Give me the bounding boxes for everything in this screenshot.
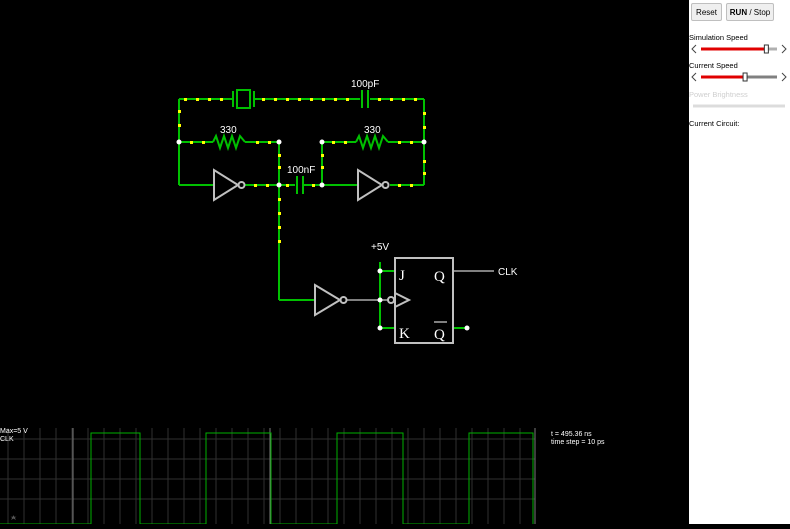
inverter-buffer[interactable]	[314, 283, 348, 317]
res-left-label: 330	[220, 125, 237, 136]
cap-top-label: 100pF	[351, 79, 379, 90]
power-brightness-label: Power Brightness	[689, 90, 748, 99]
run-stop-button[interactable]: RUN / Stop	[726, 3, 774, 21]
resistor-right[interactable]	[355, 132, 389, 152]
inverter-right[interactable]	[357, 168, 390, 202]
stop-label: / Stop	[747, 8, 771, 17]
scope-time: t = 495.36 ns	[551, 431, 592, 438]
inverter-left[interactable]	[213, 168, 246, 202]
current-dots	[178, 98, 426, 243]
circuit-schematic[interactable]: J Q K Q 100pF 330 330 100nF +5V CLK	[0, 0, 689, 428]
control-panel: Reset RUN / Stop Simulation Speed Curren…	[689, 0, 790, 524]
current-circuit-label: Current Circuit:	[689, 119, 740, 128]
scope-max-label: Max=5 V	[0, 428, 28, 435]
scope-panel[interactable]: Max=5 V CLK t = 495.36 ns time step = 10…	[0, 428, 689, 525]
chevron-right-icon	[781, 44, 787, 54]
scope-timestep: time step = 10 ps	[551, 439, 605, 446]
scope-graph	[0, 428, 689, 525]
ff-q-label: Q	[434, 269, 445, 285]
ff-k-label: K	[399, 326, 410, 342]
circuit-canvas[interactable]: J Q K Q 100pF 330 330 100nF +5V CLK	[0, 0, 689, 428]
chevron-left-icon	[691, 44, 697, 54]
reset-button[interactable]: Reset	[691, 3, 722, 21]
clk-output-label: CLK	[498, 267, 518, 278]
run-label: RUN	[729, 8, 748, 17]
ff-j-label: J	[399, 268, 405, 284]
scope-signal-label: CLK	[0, 436, 14, 443]
crystal[interactable]	[232, 89, 255, 109]
ff-qbar-label: Q	[434, 327, 445, 343]
jk-flip-flop[interactable]: J Q K Q	[387, 257, 454, 344]
current-speed-slider[interactable]	[691, 69, 787, 82]
resistor-left[interactable]	[212, 132, 246, 152]
chevron-right-icon	[781, 72, 787, 82]
current-speed-label: Current Speed	[689, 61, 738, 70]
capacitor-100nf[interactable]	[296, 176, 304, 194]
junction-dots	[176, 139, 470, 331]
gear-icon[interactable]	[10, 515, 17, 521]
slider-thumb	[742, 72, 748, 82]
res-right-label: 330	[364, 125, 381, 136]
power-brightness-slider	[691, 98, 787, 108]
cap-mid-label: 100nF	[287, 165, 315, 176]
simulation-speed-label: Simulation Speed	[689, 33, 748, 42]
capacitor-100pf[interactable]	[361, 90, 369, 108]
vcc-label: +5V	[371, 242, 389, 253]
chevron-left-icon	[691, 72, 697, 82]
simulation-speed-slider[interactable]	[691, 41, 787, 54]
slider-thumb	[763, 44, 769, 54]
